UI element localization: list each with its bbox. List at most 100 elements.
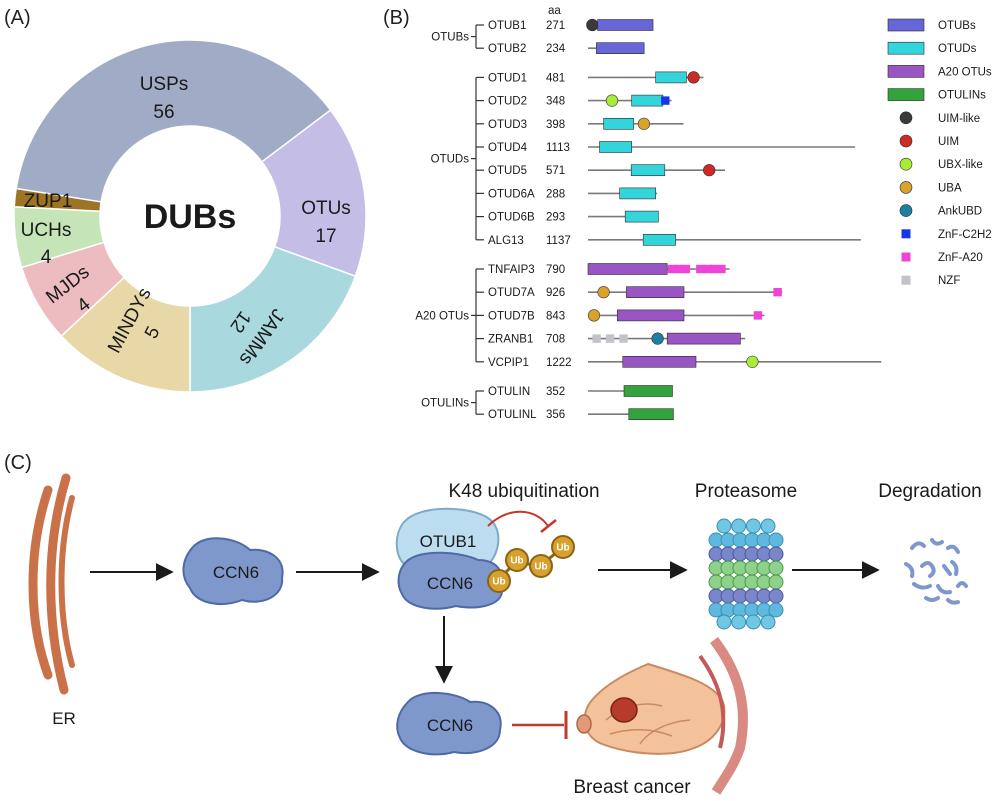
motif-uba: [587, 309, 601, 322]
svg-text:UIM: UIM: [938, 136, 959, 148]
svg-text:NZF: NZF: [938, 275, 960, 287]
ubiquitin-chain: Ub Ub Ub Ub: [487, 535, 575, 593]
motif-znf-a20: [710, 264, 719, 274]
motif-znf-a20: [773, 288, 782, 297]
ccn6-free-icon: [396, 691, 502, 756]
domain-otulin: [628, 408, 674, 421]
ub-bead-2: Ub: [505, 548, 529, 572]
group-label: OTUDs: [431, 154, 470, 166]
otub1-inhibition-curve: [487, 510, 549, 527]
breast-tissue-icon: [576, 636, 748, 795]
protein-name: OTULINL: [488, 409, 537, 421]
protein-name: OTUD1: [488, 72, 527, 84]
protein-length: 288: [546, 188, 565, 200]
protein-name: OTUD6A: [488, 188, 535, 200]
domain-otud: [630, 164, 666, 176]
domain-otud: [642, 234, 676, 246]
legend-item-otulin: OTULINs: [887, 88, 986, 102]
protein-length: 790: [546, 264, 565, 276]
protein-name: OTUD5: [488, 165, 527, 177]
proteasome-subunit: [745, 614, 761, 630]
k48-ubiquitination-label: K48 ubiquitination: [448, 481, 599, 502]
legend-item-uim-like: UIM-like: [899, 111, 980, 125]
otu-segment-label: OTUs 17: [301, 198, 351, 247]
motif-znf-c2h2: [661, 96, 670, 105]
protein-length: 352: [546, 386, 565, 398]
svg-text:OTUBs: OTUBs: [938, 20, 976, 32]
svg-text:UCHs: UCHs: [21, 220, 72, 241]
legend-item-znf-a20: ZnF-A20: [901, 252, 983, 264]
domain-a20: [587, 263, 668, 275]
ub-bead-3: Ub: [529, 554, 553, 578]
legend-item-ubx-like: UBX-like: [899, 157, 983, 171]
svg-text:ZnF-C2H2: ZnF-C2H2: [938, 229, 992, 241]
group-label: A20 OTUs: [415, 310, 469, 322]
panel-c-label: (C): [4, 452, 32, 474]
proteasome-subunit: [768, 560, 784, 576]
proteasome-subunit: [768, 574, 784, 590]
legend-item-uba: UBA: [899, 181, 962, 194]
domain-otud: [624, 210, 659, 223]
svg-text:UBA: UBA: [938, 182, 962, 194]
motif-uim: [687, 71, 700, 84]
protein-name: OTUB2: [488, 43, 526, 55]
er-label: ER: [52, 709, 76, 728]
protein-name: ZRANB1: [488, 334, 533, 346]
protein-length: 356: [546, 409, 565, 421]
svg-text:UBX-like: UBX-like: [938, 159, 983, 171]
ub-bead-4: Ub: [551, 535, 575, 559]
svg-text:A20 OTUs: A20 OTUs: [938, 66, 992, 78]
protein-length: 1113: [546, 142, 570, 154]
svg-text:OTUs: OTUs: [301, 198, 351, 219]
domain-otub: [596, 42, 645, 55]
legend-item-uim: UIM: [899, 134, 959, 148]
motif-ubx-like: [605, 94, 619, 107]
dubs-donut-chart: [13, 39, 367, 393]
svg-text:4: 4: [41, 247, 52, 268]
protein-name: OTUD4: [488, 142, 528, 154]
svg-text:USPs: USPs: [140, 74, 189, 95]
svg-text:AnkUBD: AnkUBD: [938, 206, 982, 218]
svg-text:17: 17: [315, 226, 336, 247]
motif-nzf: [592, 334, 601, 343]
protein-name: OTUD7A: [488, 287, 535, 299]
domain-a20: [626, 286, 685, 299]
breast-cancer-label: Breast cancer: [573, 777, 691, 798]
donut-segment-usps: [13, 39, 332, 230]
motif-uba: [597, 286, 610, 299]
panel-a-label: (A): [4, 7, 31, 29]
donut-segment-zup1: [13, 187, 102, 213]
otub1-label: OTUB1: [420, 532, 477, 551]
domain-otud: [603, 118, 634, 130]
protein-name: VCPIP1: [488, 357, 529, 369]
proteasome-subunit: [768, 588, 784, 604]
motif-znf-a20: [753, 311, 763, 320]
usp-segment-label: USPs 56: [140, 74, 189, 123]
zup1-segment-label: ZUP1: [24, 191, 73, 212]
proteasome-subunit: [768, 602, 784, 618]
proteasome-subunit: [760, 518, 776, 534]
protein-length: 1137: [546, 235, 571, 247]
donut-segment-jamms: [189, 245, 357, 393]
motif-ankubd: [651, 332, 664, 345]
svg-text:Ub: Ub: [510, 556, 523, 567]
svg-text:OTUDs: OTUDs: [938, 43, 977, 55]
protein-name: OTUD3: [488, 119, 527, 131]
protein-name: ALG13: [488, 235, 524, 247]
svg-text:Ub: Ub: [534, 562, 547, 573]
legend-item-a20: A20 OTUs: [887, 65, 992, 78]
domain-otud: [655, 71, 687, 84]
er-icon: [28, 473, 75, 695]
motif-uba: [637, 117, 651, 130]
motif-nzf: [605, 334, 615, 343]
svg-text:UIM-like: UIM-like: [938, 113, 980, 125]
protein-length: 708: [546, 334, 565, 346]
domain-a20: [622, 355, 697, 368]
protein-length: 481: [546, 72, 565, 84]
protein-length: 234: [546, 43, 566, 55]
domain-otulin: [623, 385, 673, 397]
protein-length: 398: [546, 119, 565, 131]
legend-item-otud: OTUDs: [887, 41, 977, 55]
degradation-label: Degradation: [878, 481, 982, 502]
